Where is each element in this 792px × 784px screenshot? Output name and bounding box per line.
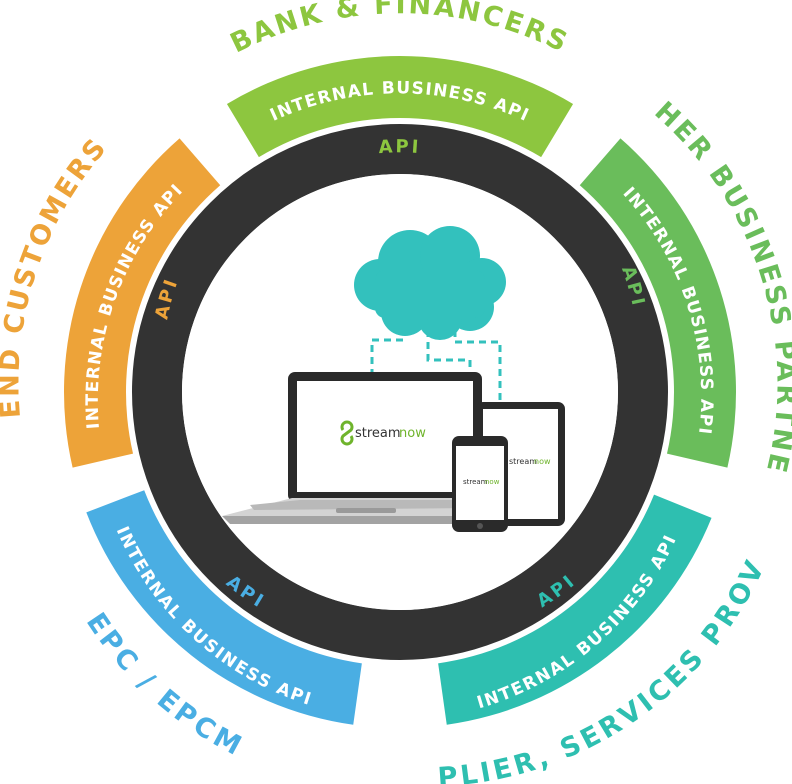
laptop-brand-prefix: stream <box>355 426 401 441</box>
streamnow-logo-icon <box>340 420 354 446</box>
cloud-icon <box>354 226 506 340</box>
phone-brand-suffix: now <box>485 478 500 486</box>
segment-supplier <box>438 494 712 725</box>
segment-customers <box>63 138 221 468</box>
tablet-brand-prefix: stream <box>509 457 537 466</box>
laptop-icon: stream now <box>222 372 488 524</box>
segment-ring <box>63 55 737 725</box>
tablet-brand-suffix: now <box>534 457 551 466</box>
laptop-brand-suffix: now <box>399 426 426 441</box>
phone-brand-prefix: stream <box>463 478 488 486</box>
segment-bank <box>226 55 574 158</box>
outer-label-bank: BANK & FINANCERS <box>225 0 574 59</box>
phone-icon: stream now <box>452 436 508 532</box>
segment-epc <box>86 490 362 725</box>
api-label-bank: API <box>378 136 422 158</box>
segment-partners <box>579 138 737 468</box>
core-ring <box>132 124 668 660</box>
